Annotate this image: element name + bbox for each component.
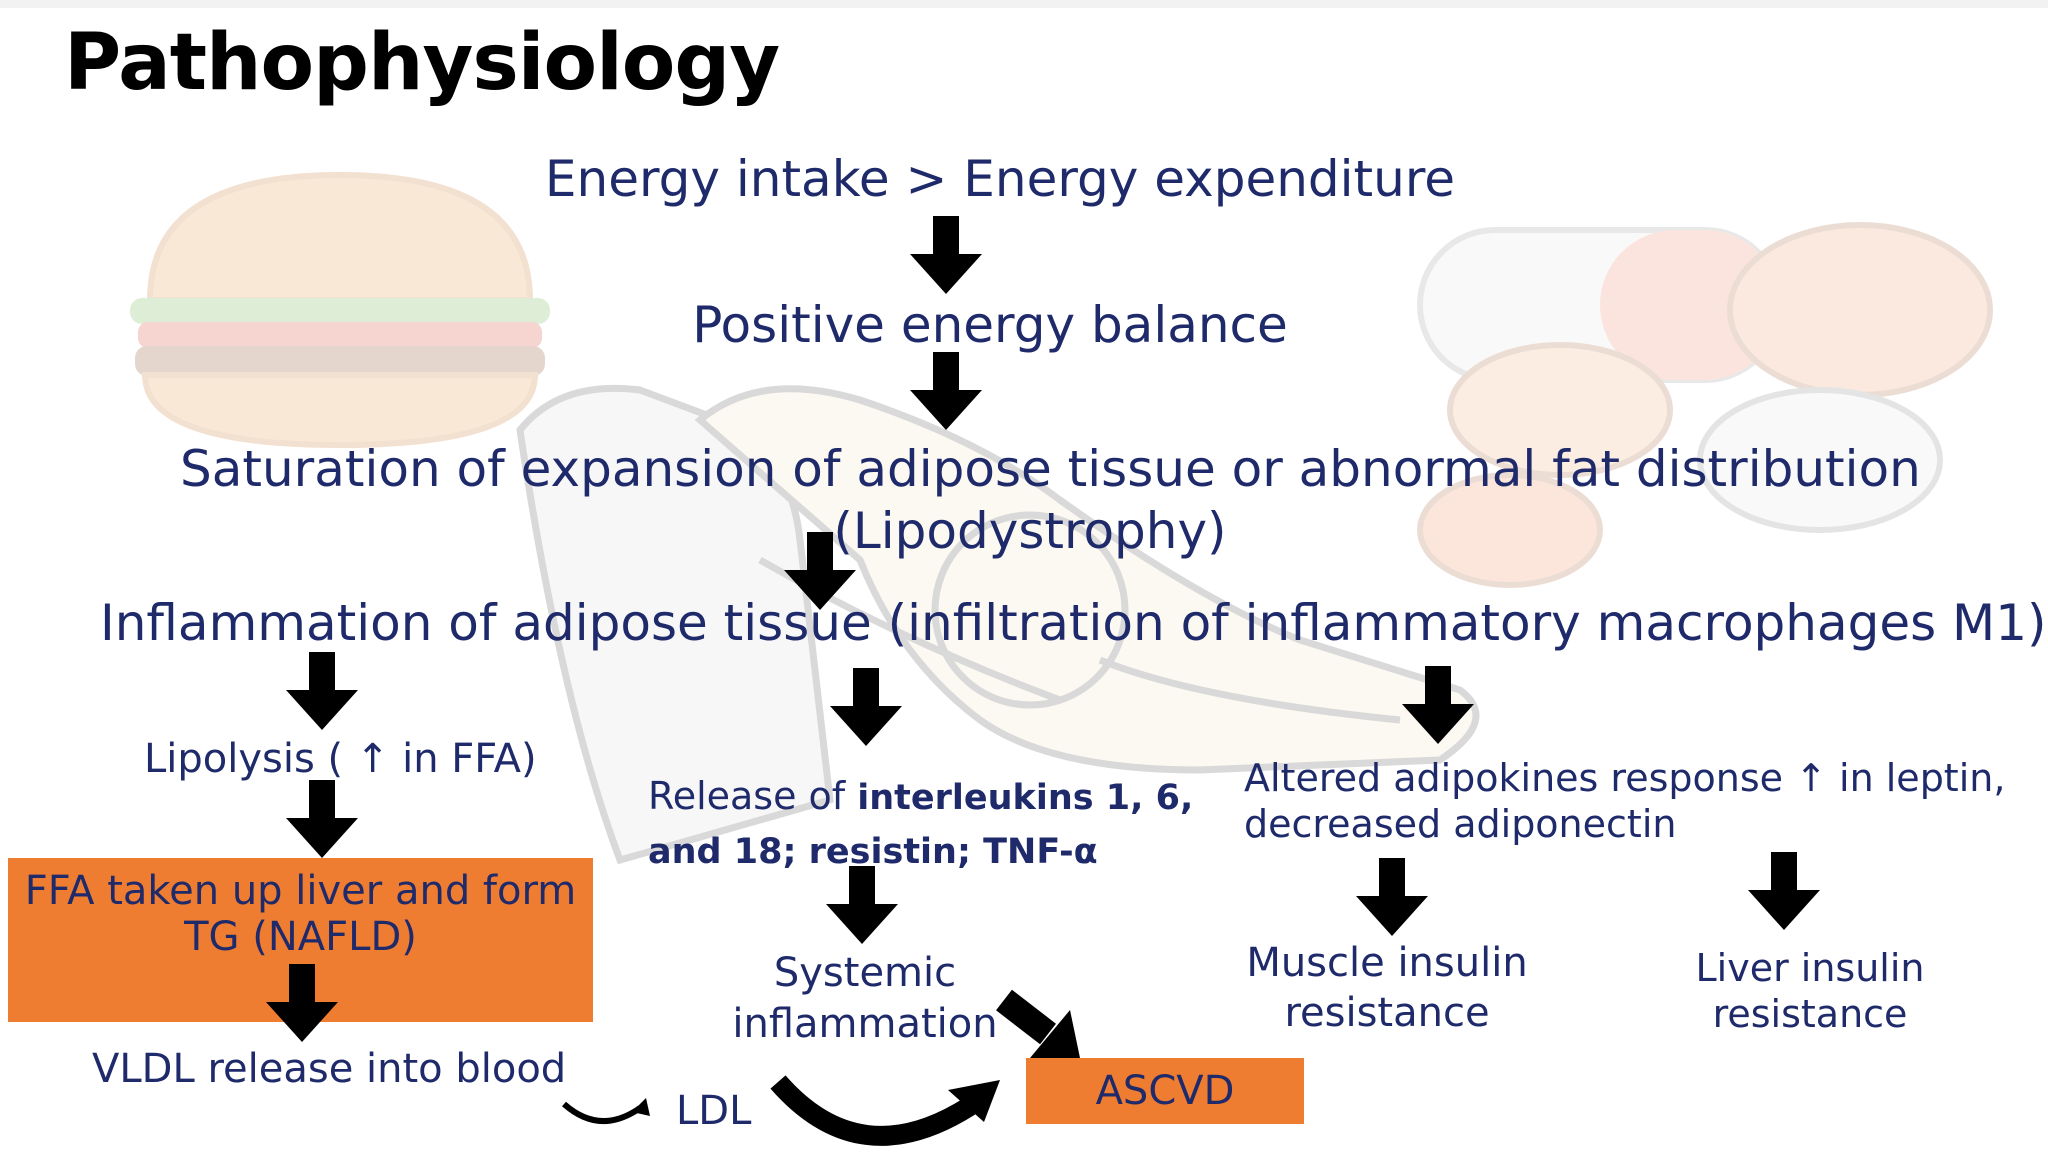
arrow-down-icon [784, 532, 856, 610]
arrow-down-icon [910, 352, 982, 430]
arrow-down-icon [286, 652, 358, 730]
systemic-inflammation-line1: Systemic [773, 950, 957, 996]
muscle-insulin-line2: resistance [1284, 990, 1490, 1036]
positive-energy-balance-text: Positive energy balance [692, 296, 1288, 354]
lipodystrophy-text: (Lipodystrophy) [833, 502, 1227, 560]
cytokine-release-text: Release of interleukins 1, 6, [648, 774, 1193, 818]
release-prefix: Release of [648, 774, 858, 818]
top-bar [0, 0, 2048, 8]
energy-intake-text: Energy intake > Energy expenditure [544, 150, 1456, 208]
arrow-down-icon [1748, 852, 1820, 930]
arrow-down-icon [1356, 858, 1428, 936]
arrow-down-icon [830, 668, 902, 746]
arrow-down-icon [910, 216, 982, 294]
ascvd-label: ASCVD [1095, 1068, 1235, 1114]
slide-title: Pathophysiology [64, 18, 780, 108]
pills-icon [1417, 222, 1993, 588]
release-bold-1: interleukins 1, 6, [857, 778, 1194, 818]
curved-arrow-small-icon [562, 1098, 650, 1124]
liver-insulin-line2: resistance [1712, 992, 1908, 1036]
ldl-text: LDL [676, 1088, 752, 1134]
nafld-box-line1: FFA taken up liver and form [24, 868, 577, 914]
lipolysis-text: Lipolysis ( ↑ in FFA) [144, 736, 537, 782]
saturation-text: Saturation of expansion of adipose tissu… [180, 440, 1921, 498]
arrow-down-icon [286, 780, 358, 858]
nafld-box-line2: TG (NAFLD) [184, 914, 417, 960]
adipokines-line1: Altered adipokines response ↑ in leptin, [1244, 756, 2006, 800]
release-bold-2: and 18; resistin; TNF-α [648, 832, 1098, 872]
arrow-down-icon [826, 866, 898, 944]
arrow-diagonal-icon [996, 989, 1080, 1058]
arrow-down-icon [266, 964, 338, 1042]
person-on-chair-icon [516, 384, 1480, 865]
liver-insulin-line1: Liver insulin [1695, 946, 1925, 990]
ascvd-box: ASCVD [1026, 1058, 1304, 1124]
systemic-inflammation-line2: inflammation [732, 1001, 998, 1047]
inflammation-text: Inflammation of adipose tissue (infiltra… [100, 594, 2047, 652]
curved-arrow-large-icon [770, 1075, 1000, 1146]
arrow-down-icon [1402, 666, 1474, 744]
burger-icon [130, 171, 550, 449]
adipokines-line2: decreased adiponectin [1244, 802, 1677, 846]
vldl-text: VLDL release into blood [92, 1046, 567, 1092]
muscle-insulin-line1: Muscle insulin [1246, 940, 1528, 986]
